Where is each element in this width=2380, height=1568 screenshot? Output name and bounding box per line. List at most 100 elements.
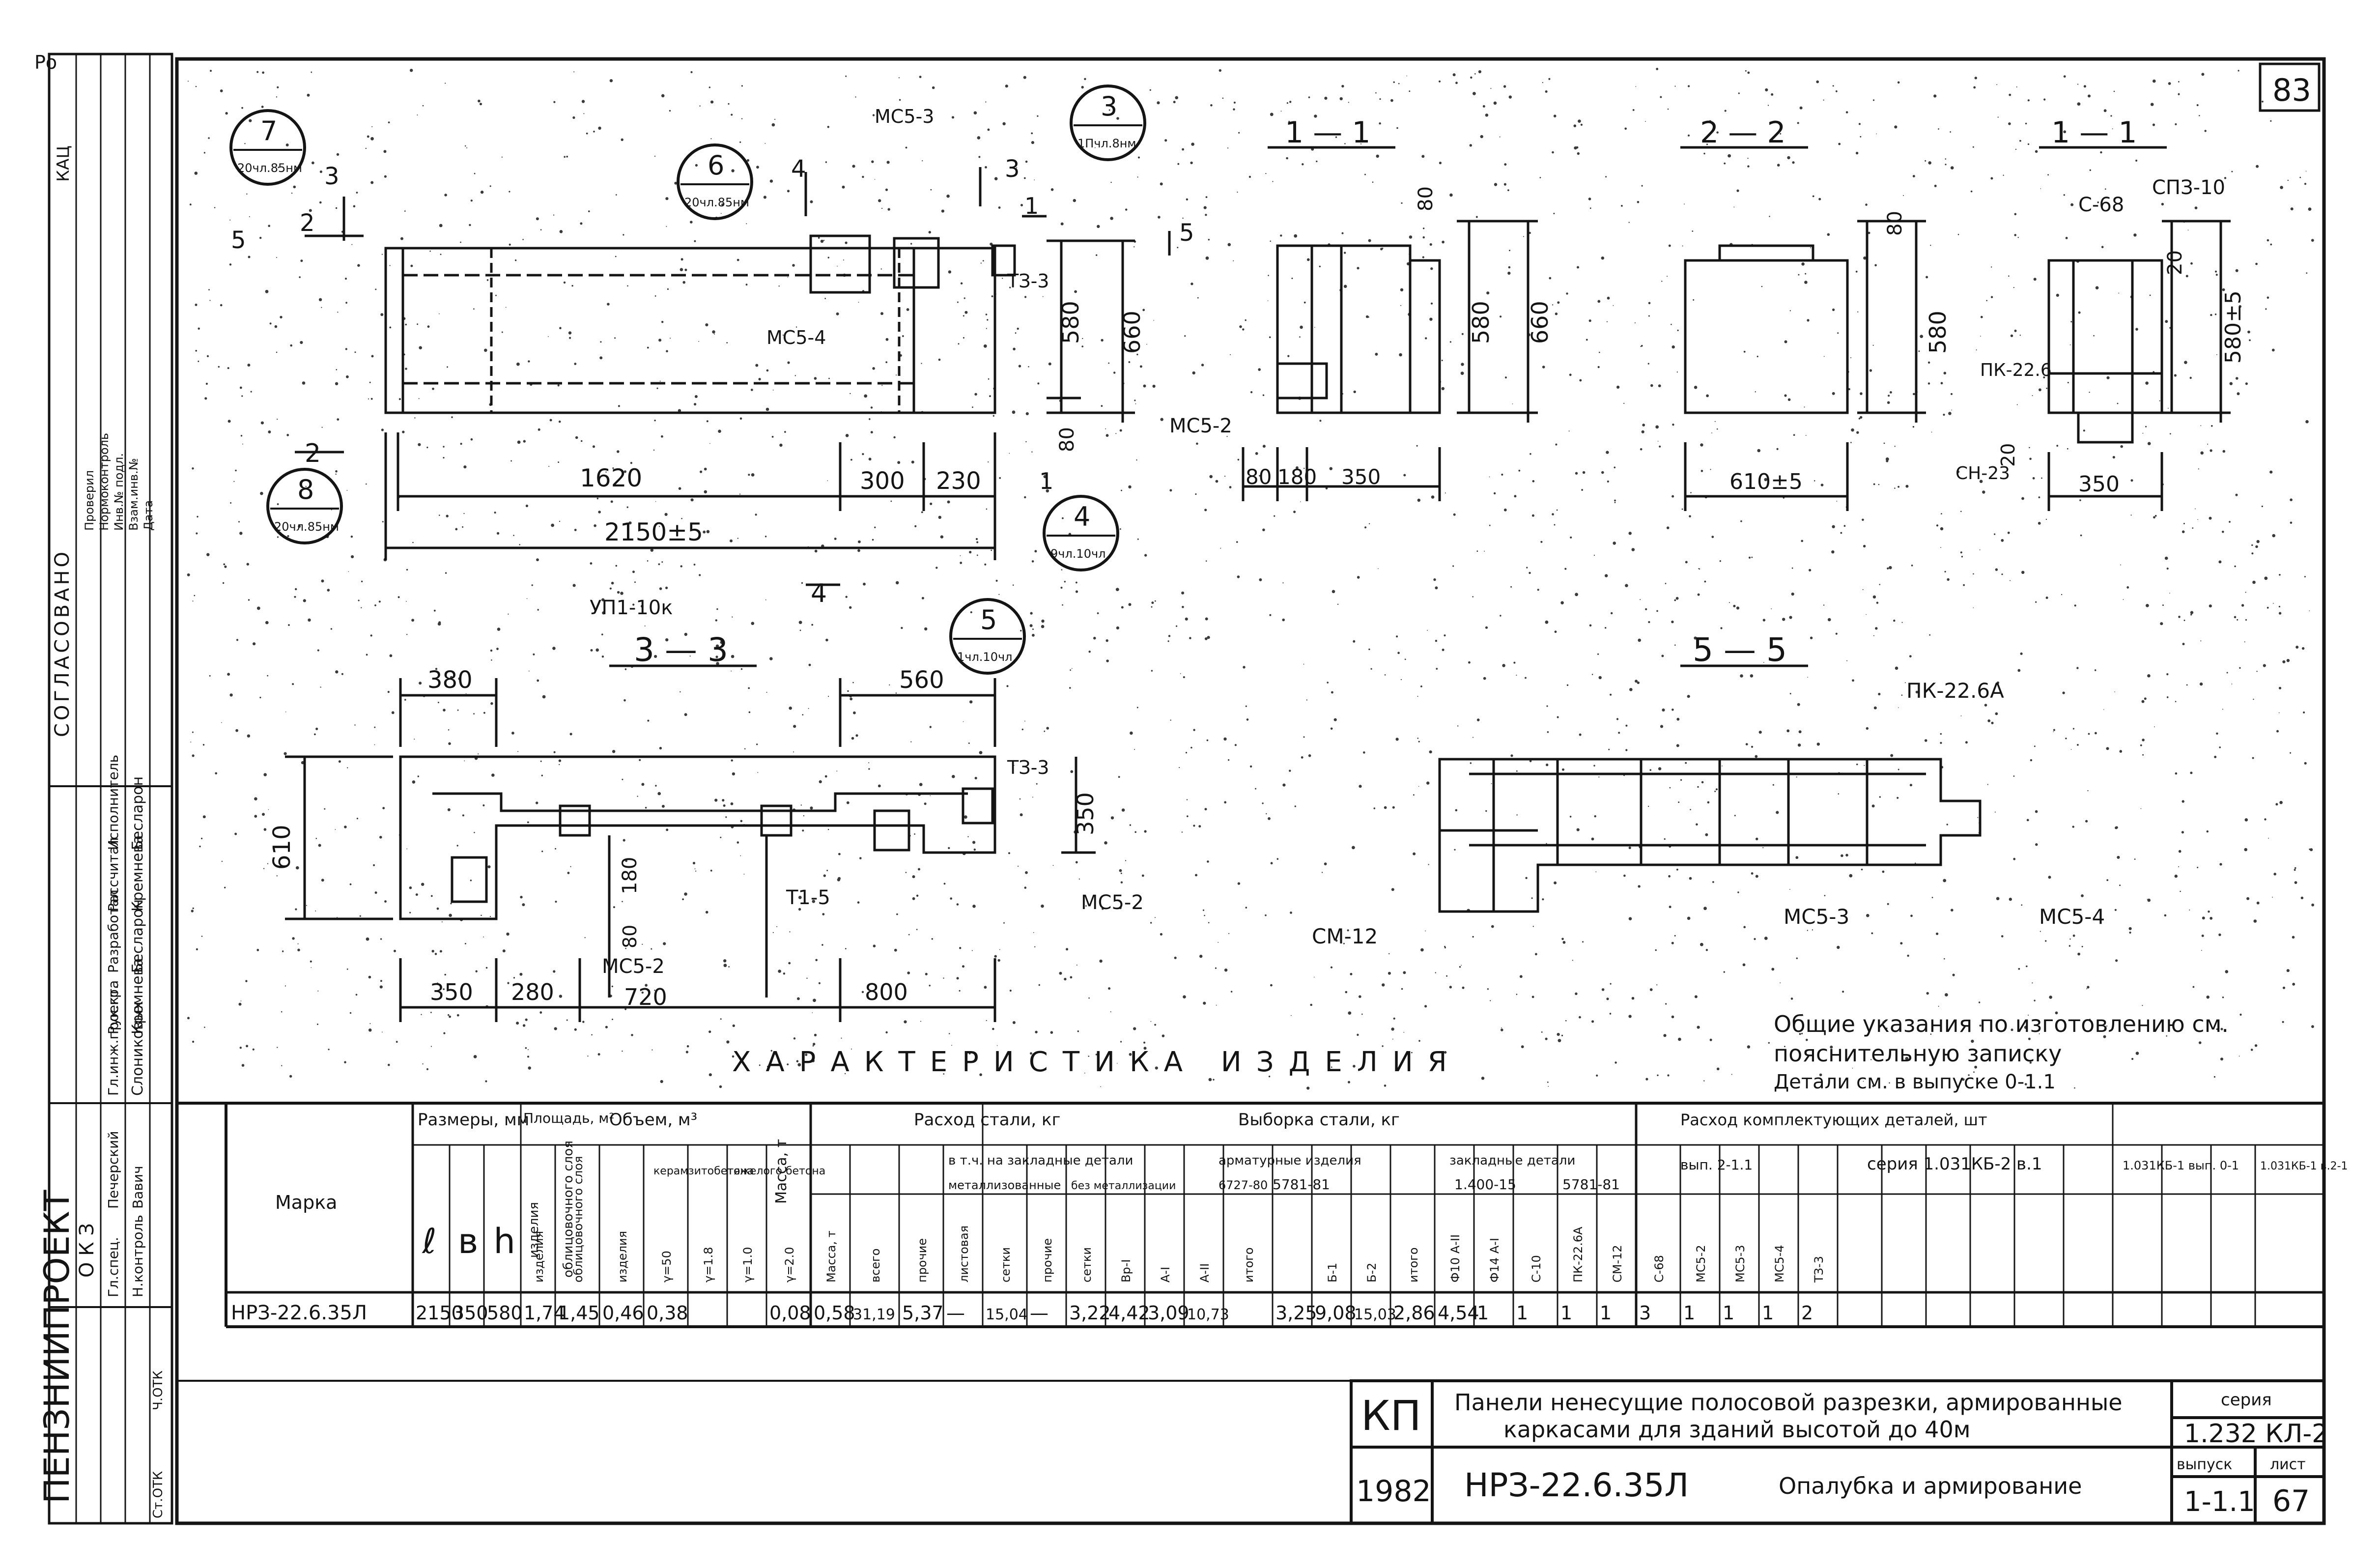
scan-speck <box>907 971 910 974</box>
scan-speck <box>463 513 465 514</box>
scan-speck <box>1663 1034 1667 1037</box>
scan-speck <box>276 351 278 353</box>
scan-speck <box>1454 849 1456 851</box>
scan-speck <box>658 339 662 342</box>
stamp-column: ПЕНЗНИИПРОЕКТ СОГЛАСОВАНО О К З КАЦ Гл.и… <box>37 53 173 1525</box>
scan-speck <box>1614 466 1616 469</box>
scan-speck <box>205 382 208 385</box>
scan-speck <box>338 760 341 763</box>
td-cell-15: 15,04 <box>986 1306 1028 1323</box>
scan-speck <box>1459 966 1461 968</box>
scan-speck <box>1116 117 1119 120</box>
scan-speck <box>1182 430 1184 431</box>
scan-speck <box>1900 942 1903 945</box>
scan-speck <box>1724 110 1727 112</box>
scan-speck <box>726 342 728 343</box>
scan-speck <box>446 514 449 517</box>
scan-speck <box>1422 236 1425 239</box>
scan-speck <box>2218 933 2221 937</box>
scan-speck <box>1995 712 1998 715</box>
scan-speck <box>1532 926 1534 927</box>
scan-speck <box>1110 1011 1111 1013</box>
scan-speck <box>1605 176 1607 178</box>
scan-speck <box>1697 1026 1700 1029</box>
scan-speck <box>1036 783 1038 785</box>
scan-speck <box>1540 541 1543 543</box>
scan-speck <box>1108 362 1110 364</box>
scan-speck <box>2250 1049 2253 1051</box>
scan-speck <box>756 166 759 169</box>
scan-speck <box>1699 568 1700 570</box>
stamp-approval-label: Проверил <box>83 470 96 531</box>
s22-dim-0: 80 <box>1884 211 1906 236</box>
scan-speck <box>1444 945 1446 947</box>
scan-speck <box>686 1045 689 1048</box>
scan-speck <box>490 702 493 705</box>
scan-speck <box>873 944 876 947</box>
scan-speck <box>1233 260 1234 261</box>
scan-speck <box>234 832 237 835</box>
scan-speck <box>1634 322 1636 323</box>
scan-speck <box>1552 513 1554 515</box>
scan-speck <box>1614 502 1616 503</box>
scan-speck <box>2246 897 2250 900</box>
th-col-30: СМ-12 <box>1611 1245 1624 1283</box>
scan-speck <box>1222 97 1224 99</box>
scan-speck <box>1553 213 1555 214</box>
scan-speck <box>443 456 445 459</box>
scan-speck <box>1139 365 1142 368</box>
scan-speck <box>1591 1020 1594 1023</box>
scan-speck <box>522 1024 526 1027</box>
scan-speck <box>1933 94 1937 98</box>
scan-speck <box>1995 568 1998 571</box>
scan-speck <box>1306 258 1310 261</box>
scan-speck <box>405 323 407 326</box>
scan-speck <box>1772 784 1774 786</box>
scan-speck <box>1468 661 1471 664</box>
scan-speck <box>412 780 416 784</box>
scan-speck <box>1763 662 1764 663</box>
scan-speck <box>659 526 660 527</box>
scan-speck <box>194 595 196 597</box>
th-col-31: С-68 <box>1652 1255 1666 1283</box>
scan-speck <box>485 1080 487 1083</box>
title-block <box>1350 1379 2325 1525</box>
scan-speck <box>566 155 568 158</box>
scan-speck <box>1012 410 1016 414</box>
scan-speck <box>898 77 900 79</box>
scan-speck <box>1951 409 1952 411</box>
scan-speck <box>1796 776 1797 778</box>
scan-speck <box>1720 627 1723 629</box>
scan-speck <box>2238 305 2242 308</box>
scan-speck <box>972 905 976 908</box>
scan-speck <box>559 995 563 998</box>
scan-speck <box>824 775 827 778</box>
scan-speck <box>2175 701 2177 702</box>
scan-speck <box>1306 699 1307 701</box>
scan-speck <box>1420 948 1424 952</box>
scan-speck <box>1288 120 1290 122</box>
scan-speck <box>2290 207 2294 211</box>
scan-speck <box>1348 102 1349 103</box>
scan-speck <box>2192 527 2194 529</box>
scan-speck <box>1120 872 1122 874</box>
scan-speck <box>1398 83 1400 85</box>
scan-speck <box>265 289 269 293</box>
scan-speck <box>1596 1074 1598 1077</box>
scan-speck <box>439 224 443 228</box>
scan-speck <box>196 948 198 950</box>
th-sub-series-a: 1.031КБ-1 вып. 0-1 <box>2123 1159 2239 1172</box>
scan-speck <box>1565 1020 1567 1022</box>
scan-speck <box>1547 731 1549 733</box>
scan-speck <box>1384 806 1387 809</box>
scan-speck <box>1895 666 1898 670</box>
scan-speck <box>229 263 232 266</box>
scan-speck <box>1667 1074 1670 1077</box>
scan-speck <box>1500 315 1502 318</box>
scan-speck <box>481 914 482 916</box>
scan-speck <box>1607 296 1610 300</box>
scan-speck <box>985 314 988 315</box>
scan-speck <box>1391 1027 1394 1031</box>
scan-speck <box>490 649 493 652</box>
scan-speck <box>2095 732 2097 735</box>
